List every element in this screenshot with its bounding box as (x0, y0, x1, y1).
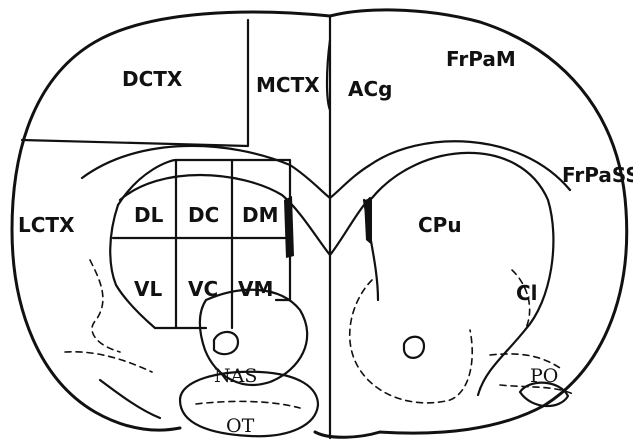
dashed-left-lower (65, 352, 152, 372)
label-dl: DL (134, 203, 164, 227)
label-mctx: MCTX (256, 73, 320, 97)
dashed-left-lateral (90, 260, 120, 352)
label-lctx: LCTX (18, 213, 75, 237)
label-dm: DM (242, 203, 279, 227)
lower-left-pocket (100, 380, 160, 418)
cpu-outline (372, 153, 553, 395)
label-nas: NAS (214, 365, 257, 387)
dashed-right-cpu-ventral (350, 280, 472, 403)
label-cl: Cl (516, 281, 538, 305)
label-vm: VM (238, 277, 273, 301)
label-po: PO (530, 365, 558, 387)
label-dctx: DCTX (122, 67, 183, 91)
nas-islet (214, 332, 238, 354)
label-ot: OT (226, 415, 255, 437)
nas-right-islet (404, 337, 424, 358)
dashed-ot-inner (196, 401, 300, 408)
corpus-callosum (82, 141, 570, 198)
label-frpass: FrPaSS (562, 163, 633, 187)
label-frpam: FrPaM (446, 47, 516, 71)
label-cpu: CPu (418, 213, 462, 237)
label-acg: ACg (348, 77, 392, 101)
label-vl: VL (134, 277, 162, 301)
label-vc: VC (188, 277, 218, 301)
label-dc: DC (188, 203, 219, 227)
